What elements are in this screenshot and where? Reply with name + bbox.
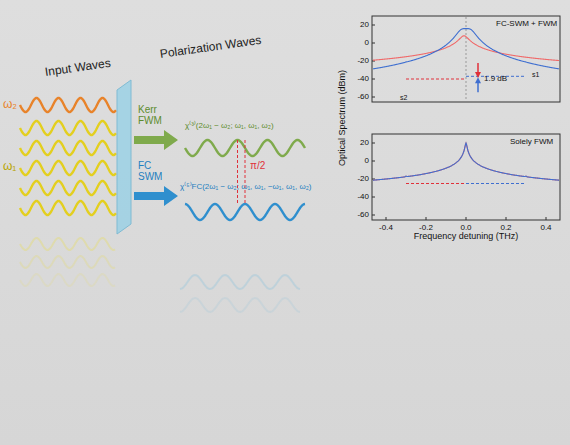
frequency-label: ω₁ <box>3 160 16 173</box>
difference-label: 1.9 dB <box>484 75 507 84</box>
level-line <box>466 183 526 184</box>
tick-label: -60 <box>357 211 369 220</box>
tick-label: 0.0 <box>460 224 471 233</box>
reflection-wave <box>20 274 115 286</box>
tick <box>506 217 507 220</box>
input-wave <box>20 121 116 135</box>
reflection-wave <box>20 256 115 268</box>
phase-label: π/2 <box>250 160 265 171</box>
arrow-shaft <box>477 63 479 73</box>
tick <box>372 97 375 98</box>
tick <box>372 197 375 198</box>
kerr-arrow <box>134 130 178 150</box>
tick <box>372 25 375 26</box>
tick <box>372 143 375 144</box>
susceptibility-label: χ⁽⁵⁾FC(2ω₁ − ω₂; ω₁, ω₁, −ω₁, ω₁, ω₂) <box>180 183 311 192</box>
tick <box>372 179 375 180</box>
tick-label: 0.4 <box>540 224 551 233</box>
tick-label: -20 <box>357 57 369 66</box>
input-wave <box>20 201 116 215</box>
plot-title: Solely FWM <box>510 138 553 147</box>
frequency-label: ω₂ <box>3 98 17 111</box>
tick-label: 20 <box>360 21 369 30</box>
level-line <box>406 79 466 80</box>
sideband-label: s1 <box>532 71 539 79</box>
arrow-shaft <box>477 82 479 92</box>
tick-label: -60 <box>357 93 369 102</box>
spectrum-trace <box>373 143 559 180</box>
plot-frame <box>372 134 560 220</box>
tick-label: 20 <box>360 139 369 148</box>
input-wave <box>20 161 116 175</box>
tick <box>372 215 375 216</box>
process-label: FC SWM <box>138 160 168 182</box>
tick <box>372 79 375 80</box>
sideband-label: s2 <box>400 94 407 102</box>
spectrum-trace <box>373 29 559 69</box>
susceptibility-label: χ⁽³⁾(2ω₁ − ω₂; ω₁, ω₁, ω₂) <box>185 122 274 131</box>
plot-title: FC-SWM + FWM <box>496 20 557 29</box>
center-line <box>466 17 467 101</box>
axis-title: Optical Spectrum (dBm) <box>338 70 348 166</box>
tick-label: -40 <box>357 75 369 84</box>
plot-frame <box>372 16 560 102</box>
tick-label: -0.4 <box>379 224 393 233</box>
tick-label: 0.2 <box>500 224 511 233</box>
heading: Input Waves <box>44 57 111 79</box>
tick <box>466 217 467 220</box>
tick <box>426 217 427 220</box>
reflection-wave <box>180 275 300 289</box>
fc-arrow <box>134 186 178 206</box>
tick-label: -20 <box>357 175 369 184</box>
spectrum-trace <box>373 143 559 180</box>
tick <box>386 217 387 220</box>
tick-label: 0 <box>365 157 369 166</box>
tick <box>372 161 375 162</box>
fc-polarization-wave <box>185 204 305 220</box>
phase-marker <box>245 140 246 205</box>
input-wave <box>20 98 116 112</box>
tick-label: 0 <box>365 39 369 48</box>
axis-title: Frequency detuning (THz) <box>414 232 519 242</box>
heading: Polarization Waves <box>159 34 262 61</box>
tick <box>372 43 375 44</box>
reflection-wave <box>180 298 300 312</box>
input-wave <box>20 181 116 195</box>
tick-label: -0.2 <box>419 224 433 233</box>
interaction-plane <box>117 80 131 234</box>
input-wave <box>20 141 116 155</box>
spectrum-trace <box>373 36 559 61</box>
tick-label: -40 <box>357 193 369 202</box>
level-line <box>406 183 466 184</box>
process-label: Kerr FWM <box>138 104 168 126</box>
tick <box>546 217 547 220</box>
reflection-wave <box>20 238 115 250</box>
phase-marker <box>237 140 238 205</box>
